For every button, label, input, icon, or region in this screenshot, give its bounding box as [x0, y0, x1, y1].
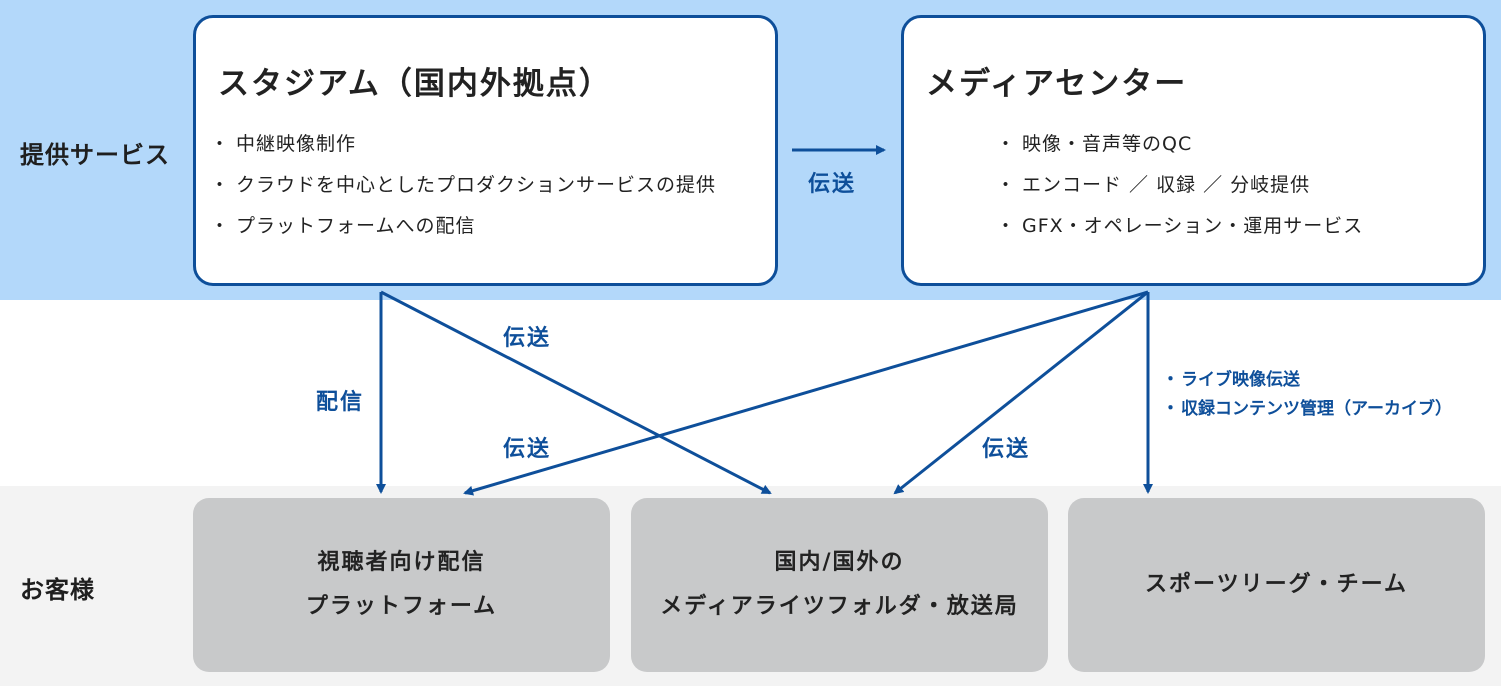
- media-center-service-item: GFX・オペレーション・運用サービス: [996, 206, 1363, 247]
- customer-platform-box: 視聴者向け配信 プラットフォーム: [193, 498, 610, 672]
- arrow-stadium-to-media-folder: [380, 290, 772, 495]
- customer-platform-line1: 視聴者向け配信: [317, 550, 486, 575]
- customer-sports-box: スポーツリーグ・チーム: [1068, 498, 1485, 672]
- stadium-service-item: 中継映像制作: [210, 124, 716, 165]
- media-center-service-list: 映像・音声等のQC エンコード ／ 収録 ／ 分岐提供 GFX・オペレーション・…: [996, 124, 1363, 247]
- sports-note-item: ライブ映像伝送: [1162, 366, 1452, 395]
- media-center-title: メディアセンター: [926, 66, 1188, 102]
- media-center-box: メディアセンター 映像・音声等のQC エンコード ／ 収録 ／ 分岐提供 GFX…: [901, 15, 1486, 286]
- customer-media-line1: 国内/国外の: [774, 550, 905, 575]
- sports-note-item: 収録コンテンツ管理（アーカイブ）: [1162, 395, 1452, 424]
- sports-notes-list: ライブ映像伝送 収録コンテンツ管理（アーカイブ）: [1162, 366, 1452, 424]
- provider-row-label: 提供サービス: [20, 141, 170, 169]
- media-center-service-item: エンコード ／ 収録 ／ 分岐提供: [996, 165, 1363, 206]
- flow-label-stadium-to-media: 伝送: [808, 172, 857, 197]
- arrow-media-center-to-platform: [463, 290, 1149, 496]
- customer-row-label: お客様: [20, 576, 95, 604]
- flow-label-stadium-to-media-folder: 伝送: [503, 326, 552, 351]
- flow-label-media-to-platform: 伝送: [503, 437, 552, 462]
- customer-platform-line2: プラットフォーム: [305, 594, 498, 619]
- media-center-service-item: 映像・音声等のQC: [996, 124, 1363, 165]
- stadium-service-item: クラウドを中心としたプロダクションサービスの提供: [210, 165, 716, 206]
- arrow-media-center-to-media-folder: [893, 290, 1149, 495]
- flow-label-distribution: 配信: [316, 390, 365, 415]
- stadium-service-item: プラットフォームへの配信: [210, 206, 716, 247]
- customer-media-line2: メディアライツフォルダ・放送局: [660, 594, 1019, 619]
- stadium-box: スタジアム（国内外拠点） 中継映像制作 クラウドを中心としたプロダクションサービ…: [193, 15, 778, 286]
- flow-label-media-to-media-folder: 伝送: [982, 437, 1031, 462]
- stadium-title: スタジアム（国内外拠点）: [218, 66, 612, 102]
- customer-media-box: 国内/国外の メディアライツフォルダ・放送局: [631, 498, 1048, 672]
- stadium-service-list: 中継映像制作 クラウドを中心としたプロダクションサービスの提供 プラットフォーム…: [210, 124, 716, 247]
- customer-sports-line1: スポーツリーグ・チーム: [1145, 572, 1408, 597]
